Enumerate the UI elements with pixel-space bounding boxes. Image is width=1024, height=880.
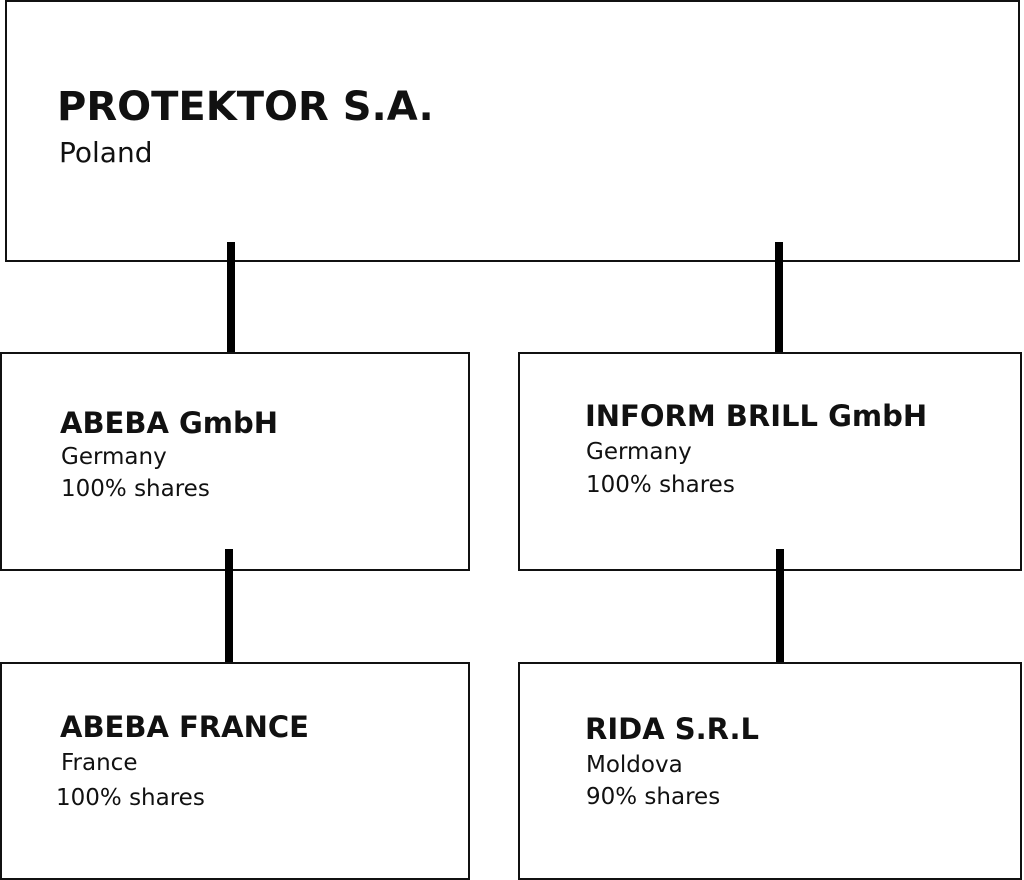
company-shares: 100% shares <box>586 472 735 498</box>
subsidiary-box-abeba: ABEBA GmbH Germany 100% shares <box>0 352 470 571</box>
company-name: INFORM BRILL GmbH <box>585 399 928 433</box>
company-country: Moldova <box>586 752 683 778</box>
parent-company-country: Poland <box>59 136 153 169</box>
company-shares: 100% shares <box>56 785 205 811</box>
connector-parent-to-abeba <box>227 242 235 370</box>
company-name: ABEBA FRANCE <box>60 710 309 744</box>
company-country: Germany <box>61 444 167 470</box>
parent-company-box: PROTEKTOR S.A. Poland <box>5 0 1020 262</box>
subsidiary-box-rida: RIDA S.R.L Moldova 90% shares <box>518 662 1022 880</box>
subsidiary-box-inform-brill: INFORM BRILL GmbH Germany 100% shares <box>518 352 1022 571</box>
parent-company-name: PROTEKTOR S.A. <box>57 84 434 130</box>
company-name: RIDA S.R.L <box>585 712 759 746</box>
company-country: Germany <box>586 439 692 465</box>
company-shares: 90% shares <box>586 784 721 810</box>
connector-abeba-to-abeba-france <box>225 549 233 678</box>
company-shares: 100% shares <box>61 476 210 502</box>
connector-parent-to-inform-brill <box>775 242 783 370</box>
subsidiary-box-abeba-france: ABEBA FRANCE France 100% shares <box>0 662 470 880</box>
company-name: ABEBA GmbH <box>60 406 279 440</box>
connector-inform-brill-to-rida <box>776 549 784 678</box>
company-country: France <box>61 750 138 776</box>
